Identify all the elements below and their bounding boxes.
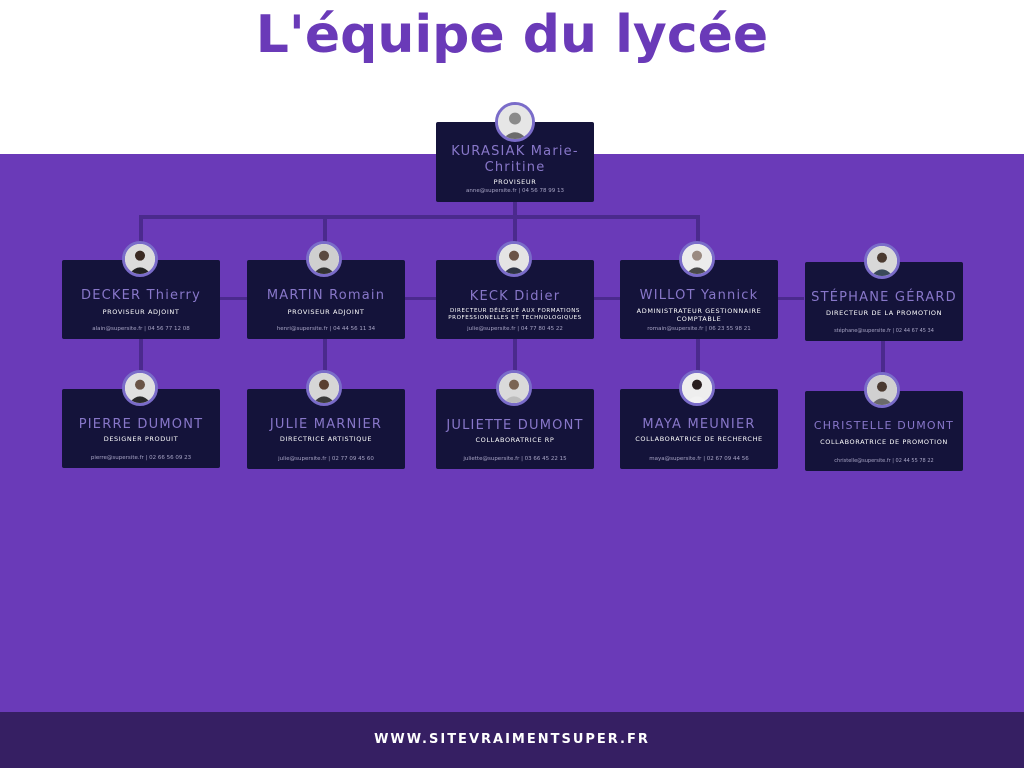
connector-line <box>881 340 885 392</box>
member-contact: henri@supersite.fr | 04 44 56 11 34 <box>276 326 376 332</box>
member-role: DIRECTRICE ARTISTIQUE <box>279 435 373 443</box>
connector-line <box>139 215 143 261</box>
member-role: PROVISEUR ADJOINT <box>102 308 180 316</box>
member-name: JULIETTE DUMONT <box>446 418 584 433</box>
avatar <box>679 241 715 277</box>
connector-line <box>323 338 327 390</box>
avatar <box>864 372 900 408</box>
member-name: MAYA MEUNIER <box>642 417 756 432</box>
member-name: CHRISTELLE DUMONT <box>813 419 955 432</box>
member-contact: christelle@supersite.fr | 02 44 55 78 22 <box>834 458 934 464</box>
member-role: PROVISEUR ADJOINT <box>287 308 365 316</box>
member-contact: stéphane@supersite.fr | 02 44 67 45 34 <box>834 328 934 334</box>
member-name: WILLOT Yannick <box>639 288 759 303</box>
member-role: DESIGNER PRODUIT <box>103 435 179 443</box>
member-name: PIERRE DUMONT <box>78 417 204 432</box>
connector-line <box>513 200 517 217</box>
connector-line <box>139 215 700 219</box>
member-contact: romain@supersite.fr | 06 23 55 98 21 <box>647 326 751 332</box>
member-contact: juliette@supersite.fr | 03 66 45 22 15 <box>463 456 567 462</box>
member-name: STÉPHANE GÉRARD <box>811 290 957 305</box>
connector-line <box>696 215 700 261</box>
member-card-top: KURASIAK Marie-Chritine PROVISEUR anne@s… <box>436 122 594 202</box>
member-name: MARTIN Romain <box>266 288 386 303</box>
avatar <box>496 241 532 277</box>
member-card: CHRISTELLE DUMONT COLLABORATRICE DE PROM… <box>805 391 963 471</box>
avatar <box>864 243 900 279</box>
avatar <box>496 370 532 406</box>
page-title: L'équipe du lycée <box>255 5 769 65</box>
connector-line <box>513 215 517 261</box>
member-role: COLLABORATRICE RP <box>475 436 555 444</box>
member-name: KURASIAK Marie-Chritine <box>451 144 579 175</box>
member-contact: julie@supersite.fr | 04 77 80 45 22 <box>467 326 563 332</box>
avatar <box>306 370 342 406</box>
member-role: DIRECTEUR DE LA PROMOTION <box>825 309 943 317</box>
member-contact: julie@supersite.fr | 02 77 09 45 60 <box>278 456 374 462</box>
connector-line <box>323 215 327 261</box>
member-role: COLLABORATRICE DE RECHERCHE <box>635 435 763 443</box>
connector-line <box>513 338 517 390</box>
connector-line <box>139 338 143 390</box>
member-role: COLLABORATRICE DE PROMOTION <box>820 438 948 446</box>
member-contact: anne@supersite.fr | 04 56 78 99 13 <box>466 188 564 194</box>
member-contact: pierre@supersite.fr | 02 66 56 09 23 <box>90 455 192 461</box>
avatar <box>122 241 158 277</box>
connector-line <box>696 338 700 390</box>
avatar <box>495 102 535 142</box>
member-name: DECKER Thierry <box>81 288 201 303</box>
member-contact: alain@supersite.fr | 04 56 77 12 08 <box>92 326 190 332</box>
member-role: ADMINISTRATEUR GESTIONNAIRE COMPTABLE <box>636 307 762 323</box>
member-card: WILLOT Yannick ADMINISTRATEUR GESTIONNAI… <box>620 260 778 339</box>
member-role: DIRECTEUR DÉLÉGUÉ AUX FORMATIONS PROFESS… <box>448 308 582 321</box>
member-name: KECK Didier <box>469 289 561 304</box>
avatar <box>679 370 715 406</box>
member-role: PROVISEUR <box>493 178 537 186</box>
member-name: JULIE MARNIER <box>269 417 383 432</box>
member-contact: maya@supersite.fr | 02 67 09 44 56 <box>649 456 749 462</box>
avatar <box>122 370 158 406</box>
footer-website[interactable]: WWW.SITEVRAIMENTSUPER.FR <box>0 712 1024 768</box>
avatar <box>306 241 342 277</box>
